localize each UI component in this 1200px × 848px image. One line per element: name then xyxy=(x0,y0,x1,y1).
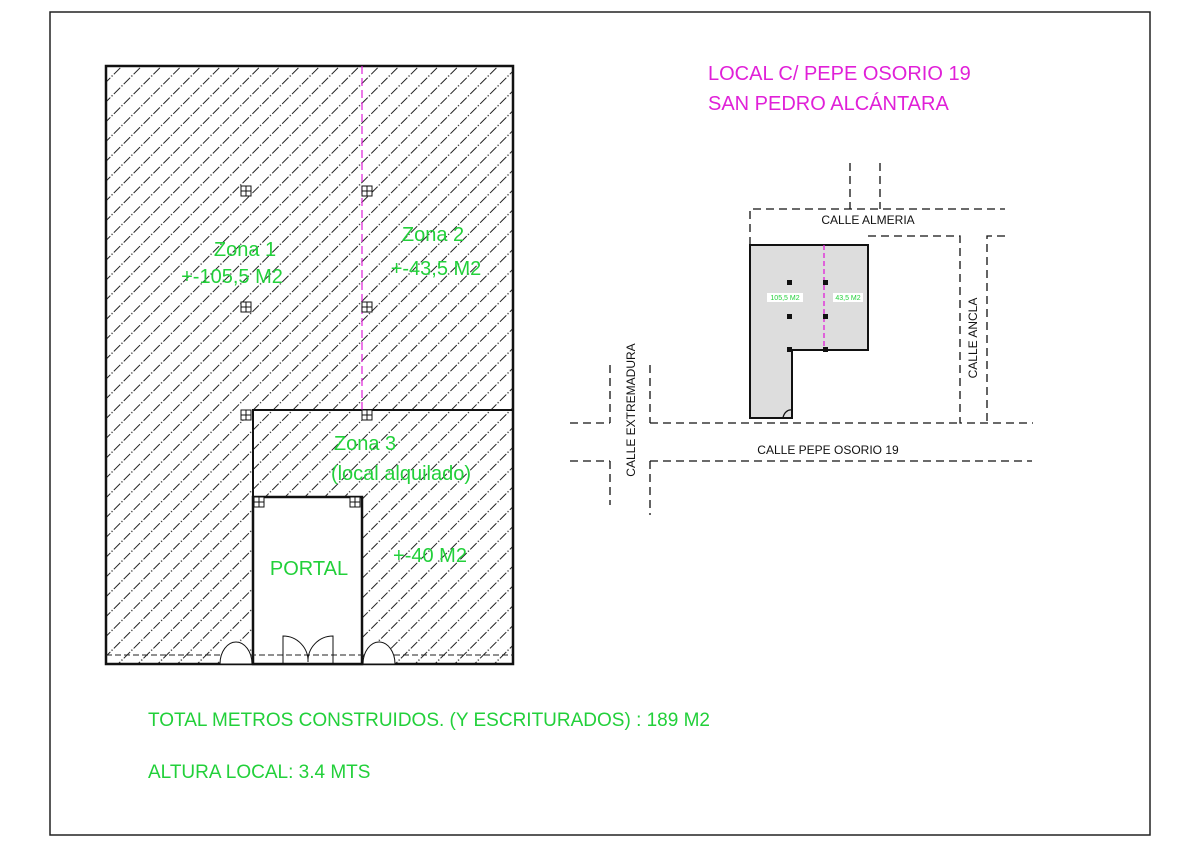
zona2-label: Zona 2 xyxy=(402,224,464,246)
zona1-label: Zona 1 xyxy=(214,239,276,261)
map-area2: 43,5 M2 xyxy=(835,295,860,302)
zona2-area: +-43,5 M2 xyxy=(391,258,482,280)
map-columns xyxy=(787,280,828,352)
local-height: ALTURA LOCAL: 3.4 MTS xyxy=(148,762,370,783)
zona3-area: +-40 M2 xyxy=(393,545,467,567)
floor-plan: Zona 1 +-105,5 M2 Zona 2 +-43,5 M2 Zona … xyxy=(104,64,515,666)
door-left xyxy=(219,641,253,665)
total-built: TOTAL METROS CONSTRUIDOS. (Y ESCRITURADO… xyxy=(148,710,710,731)
drawing-frame xyxy=(49,11,1151,836)
portal-door xyxy=(282,635,334,664)
street-ancla: CALLE ANCLA xyxy=(966,298,980,379)
zona1-area: +-105,5 M2 xyxy=(181,266,283,288)
street-extremadura: CALLE EXTREMADURA xyxy=(624,343,638,476)
street-almeria: CALLE ALMERIA xyxy=(821,213,914,227)
location-map xyxy=(570,163,1033,515)
zona3-note: (local alquilado) xyxy=(331,463,471,485)
door-right xyxy=(362,641,396,665)
portal-label: PORTAL xyxy=(270,558,348,580)
zona3-label: Zona 3 xyxy=(334,433,396,455)
map-area1: 105,5 M2 xyxy=(770,295,799,302)
portal-area xyxy=(251,495,364,666)
title-line2: SAN PEDRO ALCÁNTARA xyxy=(708,92,949,115)
title-line1: LOCAL C/ PEPE OSORIO 19 xyxy=(708,63,971,85)
street-pepe-osorio: CALLE PEPE OSORIO 19 xyxy=(757,443,899,457)
